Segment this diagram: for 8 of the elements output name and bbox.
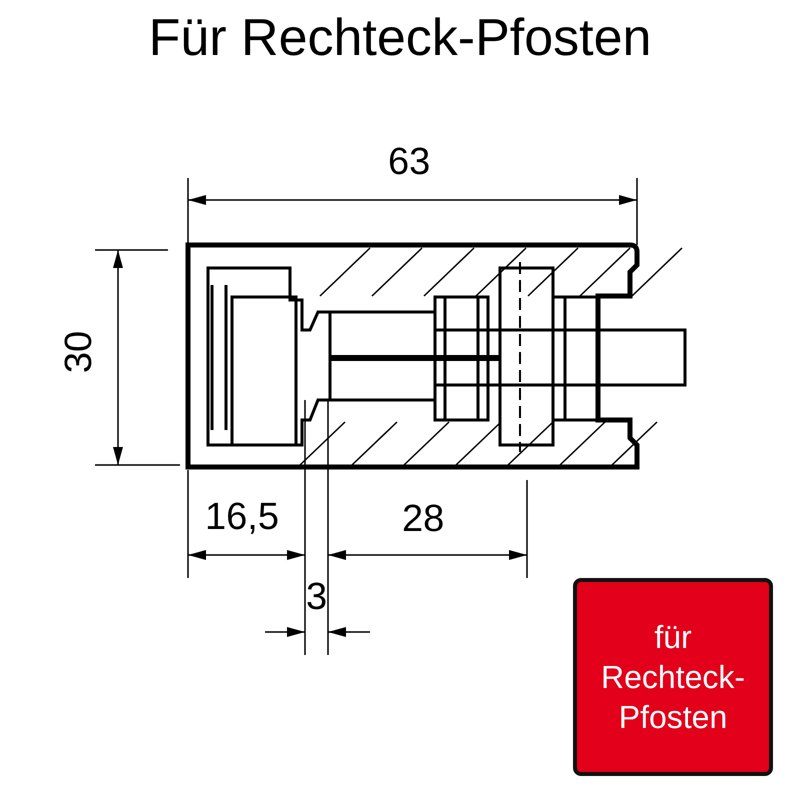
dimension-label: 16,5 — [205, 495, 279, 539]
label-badge — [573, 578, 773, 776]
dimension-label: 28 — [402, 497, 444, 541]
dimension-label: 30 — [57, 330, 102, 374]
title: Für Rechteck-Pfosten — [148, 8, 652, 68]
dimension-label: 3 — [306, 575, 328, 619]
badge-text: für Rechteck-Pfosten — [600, 618, 746, 737]
dimension-label: 63 — [388, 140, 430, 184]
